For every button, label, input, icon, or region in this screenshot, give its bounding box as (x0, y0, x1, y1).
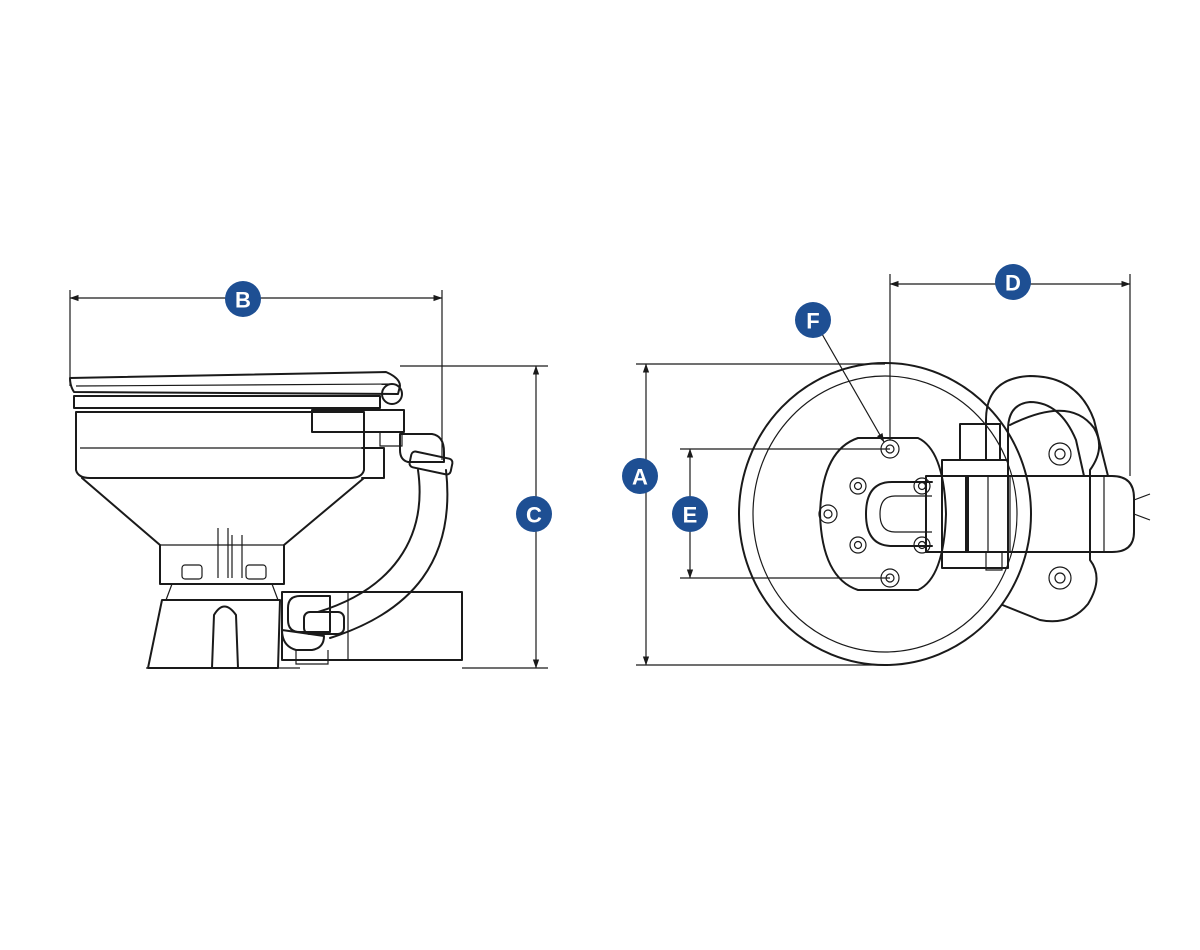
badge-a: A (622, 458, 658, 494)
seat (73, 395, 381, 409)
rim-bracket (361, 447, 385, 479)
pedestal-collar (165, 583, 279, 601)
outlet-channel-outer (865, 481, 933, 547)
badge-d: D (995, 264, 1031, 300)
inlet-stub (959, 423, 1001, 461)
toilet-side-view (69, 371, 463, 669)
outlet-bend-inner (1007, 401, 1085, 477)
outlet-channel-inner (879, 495, 932, 533)
lid (69, 371, 401, 395)
mounting-ear (999, 409, 1101, 623)
rim-inner (752, 375, 1018, 653)
ear-hole-top (1048, 442, 1072, 466)
badge-e-label: E (683, 503, 698, 528)
bowl-rim (75, 411, 365, 479)
leader-f (821, 333, 885, 443)
bowl-mount-bolts (178, 528, 268, 585)
badge-f-label: F (806, 309, 819, 334)
badge-a-label: A (632, 465, 648, 490)
hinge (311, 383, 405, 447)
toilet-top-view (738, 362, 1151, 666)
hose-outer (317, 469, 421, 613)
outlet-bend-outer (985, 375, 1109, 477)
dimension-a (636, 363, 885, 666)
ear-hole-bottom (1048, 566, 1072, 590)
badge-d-label: D (1005, 271, 1021, 296)
elbow-fitting (399, 433, 445, 463)
bowl-cone (81, 477, 365, 585)
drain-stub (985, 552, 1003, 571)
lower-fittings (281, 595, 345, 665)
motor-bands (987, 476, 1105, 552)
hose-inner (329, 469, 449, 639)
lid-edge (75, 383, 393, 387)
badge-b: B (225, 281, 261, 317)
badge-b-label: B (235, 288, 251, 313)
badge-c-label: C (526, 503, 542, 528)
pedestal-slot (211, 605, 239, 669)
motor-body (965, 475, 1135, 553)
badge-e: E (672, 496, 708, 532)
hose-clamp-top (408, 450, 454, 476)
badge-f: F (795, 302, 831, 338)
badge-c: C (516, 496, 552, 532)
motor-wires (1133, 493, 1151, 521)
